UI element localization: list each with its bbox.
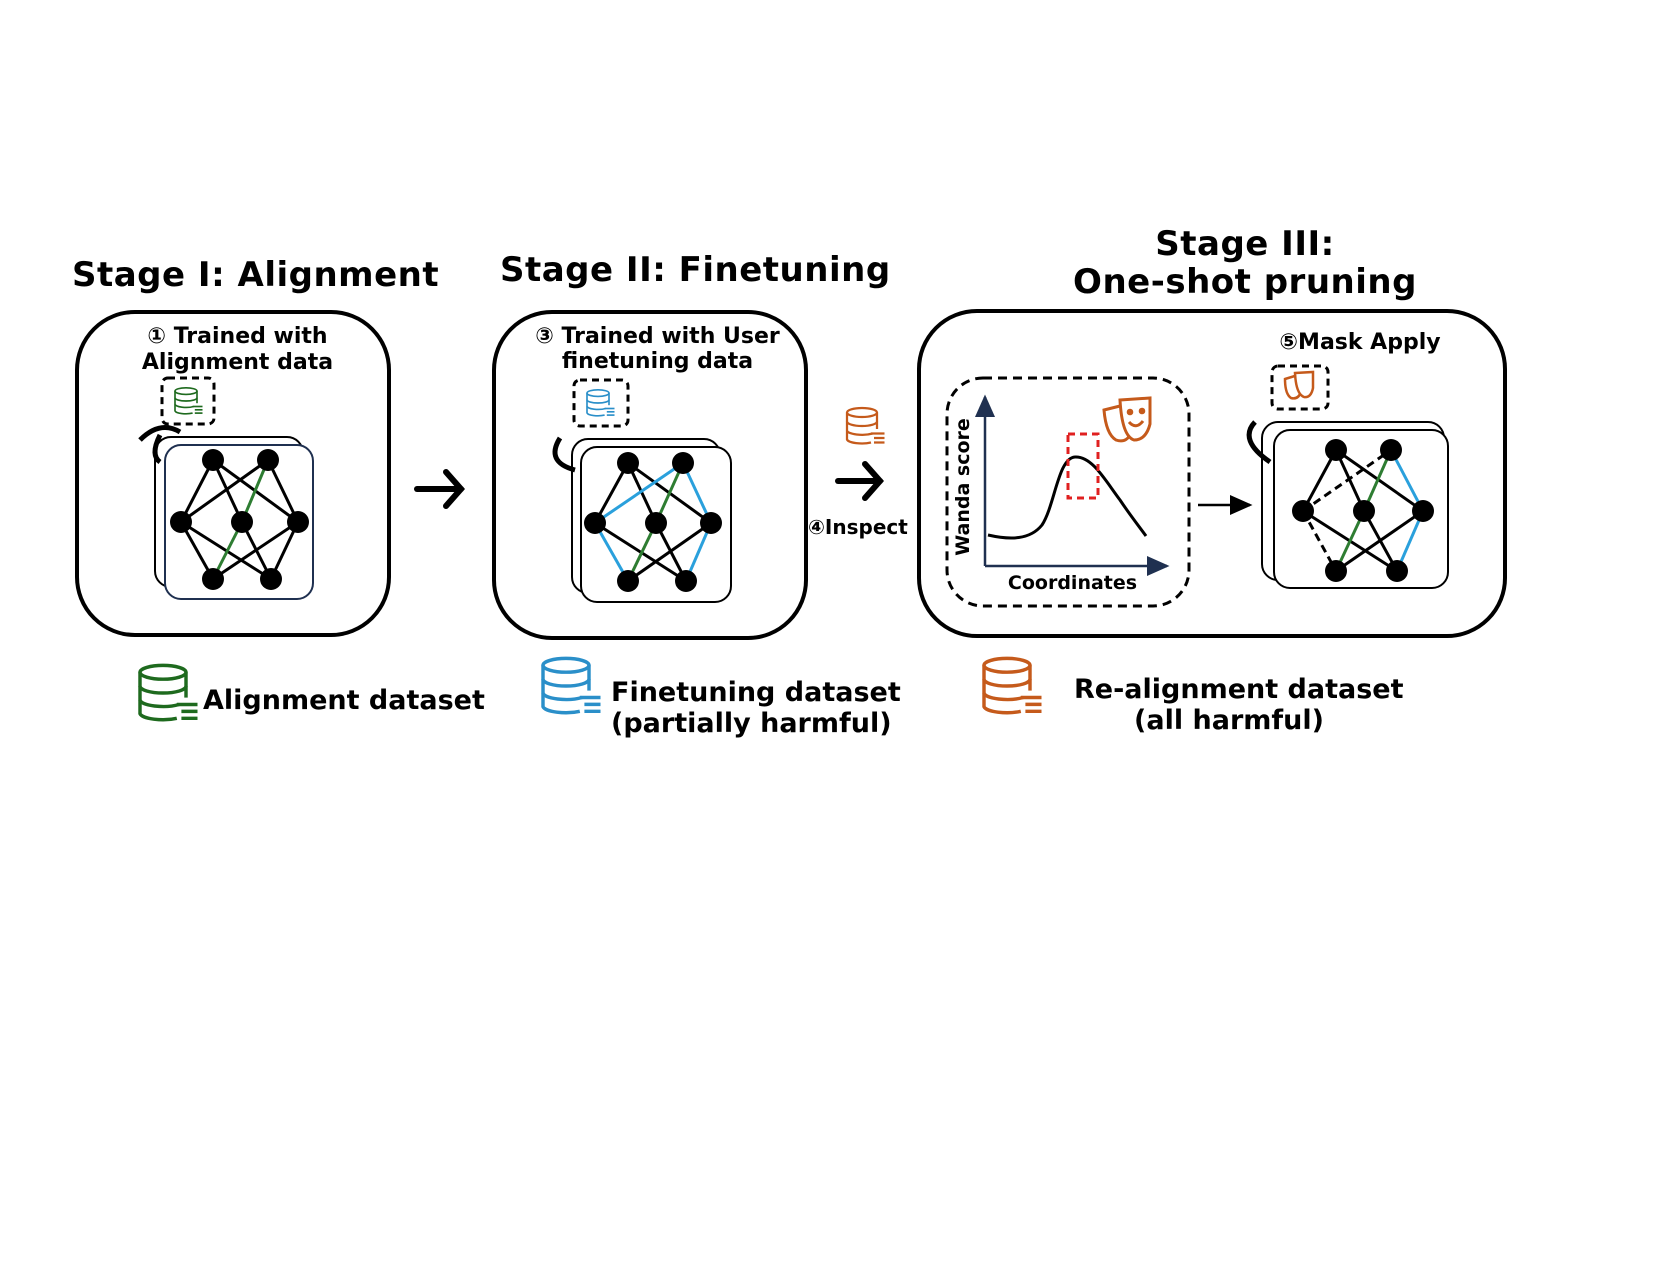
legend-finetuning-line1: Finetuning dataset [611,677,901,708]
stage1-database-icon [160,376,216,426]
legend-alignment-label: Alignment dataset [203,685,485,716]
stage2-database-icon [572,378,630,428]
highlight-region [1066,432,1100,500]
plot-xlabel: Coordinates [1007,572,1138,594]
stage1-network-icon [138,425,314,600]
legend-realignment-line1: Re-alignment dataset [1074,674,1404,705]
inspect-arrow-icon [835,461,885,501]
legend-finetuning-line2: (partially harmful) [611,708,892,739]
stage2-step-line2: finetuning data [561,349,754,374]
stage2-network-icon [552,436,732,603]
theater-masks-icon [1102,396,1152,443]
stage3-title-line1: Stage III: [1155,224,1335,264]
legend-realignment-database-icon [982,656,1044,715]
wanda-score-plot [945,376,1191,608]
mask-apply-icon [1270,364,1330,411]
inspect-database-icon [845,406,886,445]
legend-realignment-line2: (all harmful) [1134,705,1324,736]
stage2-step-line1: ③ Trained with User [535,324,780,349]
stage1-title: Stage I: Alignment [72,255,440,295]
stage3-title-line2: One-shot pruning [1073,262,1417,302]
legend-alignment-database-icon [138,663,200,722]
arrow-right-icon [414,469,466,509]
legend-finetuning-database-icon [541,656,603,715]
pruned-network-icon [1246,420,1449,589]
stage3-step: ⑤Mask Apply [1279,330,1441,355]
stage1-step-line1: ① Trained with [147,324,328,349]
inspect-label: ④Inspect [808,515,908,539]
stage1-step-line2: Alignment data [141,350,334,375]
stage2-title: Stage II: Finetuning [500,250,891,290]
